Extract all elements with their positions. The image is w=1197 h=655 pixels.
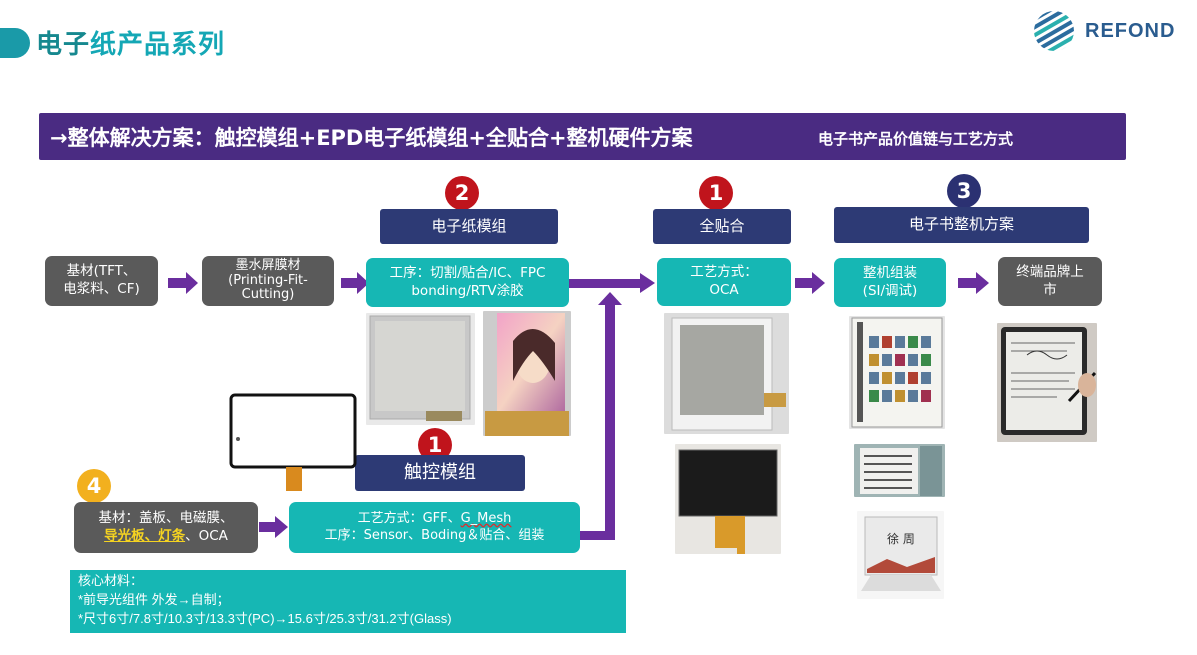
lcd-portrait-photo xyxy=(483,311,571,436)
flow-assembly: 整机组装(SI/调试) xyxy=(834,258,946,307)
banner-side-text: 电子书产品价值链与工艺方式 xyxy=(818,130,1014,148)
header-touch-module: 触控模组 xyxy=(355,455,525,491)
core-materials-note: 核心材料： *前导光组件 外发→自制； *尺寸6寸/7.8寸/10.3寸/13.… xyxy=(70,570,626,633)
arrow-up-connector xyxy=(580,292,622,540)
flow-ink-film: 墨水屏膜材(Printing-Fit-Cutting) xyxy=(202,256,334,306)
arrow-2 xyxy=(341,272,369,294)
logo-text: REFOND xyxy=(1085,20,1176,42)
epd-panel-photo xyxy=(366,313,475,425)
header-ebook-solution: 电子书整机方案 xyxy=(834,207,1089,243)
touch-panel-photo xyxy=(229,393,357,491)
arrow-3 xyxy=(569,273,655,293)
desk-sign-photo: 徐 周 xyxy=(857,511,944,599)
arrow-4 xyxy=(795,272,825,294)
badge-3: 3 xyxy=(947,174,981,208)
svg-text:徐 周: 徐 周 xyxy=(887,531,915,546)
logo-mark-icon xyxy=(1034,11,1074,51)
signage-photo xyxy=(854,444,945,497)
flow-lamination: 工艺方式：OCA xyxy=(657,258,791,306)
badge-2: 2 xyxy=(445,176,479,210)
badge-1-lamination: 1 xyxy=(699,176,733,210)
solution-banner xyxy=(39,113,1126,160)
banner-main-text: →整体解决方案：触控模组+EPD电子纸模组+全贴合+整机硬件方案 xyxy=(50,126,693,150)
arrow-5 xyxy=(958,272,989,294)
laminated-epd-photo xyxy=(664,313,789,434)
ebook-reader-photo xyxy=(849,316,945,429)
header-full-lamination: 全贴合 xyxy=(653,209,791,244)
flow-substrate: 基材(TFT、电浆料、CF) xyxy=(45,256,158,306)
touch-substrate: 基材：盖板、电磁膜、 导光板、灯条、OCA xyxy=(74,502,258,553)
title-accent xyxy=(0,28,30,58)
touch-process: 工艺方式：GFF、G_Mesh 工序：Sensor、Boding＆贴合、组装 xyxy=(289,502,580,553)
page-title: 电子纸产品系列 xyxy=(36,30,226,60)
flow-brand: 终端品牌上市 xyxy=(998,257,1102,306)
tablet-handwriting-photo xyxy=(997,323,1097,442)
header-epd-module: 电子纸模组 xyxy=(380,209,558,244)
laminated-lcd-photo xyxy=(675,444,781,554)
badge-4: 4 xyxy=(77,469,111,503)
arrow-6 xyxy=(259,516,288,538)
arrow-1 xyxy=(168,272,198,294)
